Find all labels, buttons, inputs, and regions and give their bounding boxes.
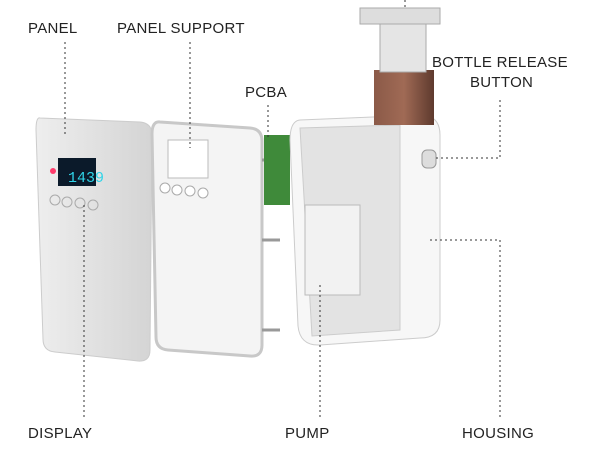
label-panel-support: PANEL SUPPORT — [117, 20, 245, 37]
bottle — [359, 7, 441, 125]
label-bottle-release-2: BUTTON — [470, 74, 534, 91]
indicator-light — [50, 168, 56, 174]
display-screen — [58, 158, 96, 186]
label-pcba: PCBA — [245, 84, 288, 101]
label-pump: PUMP — [285, 425, 330, 442]
label-panel: PANEL — [28, 20, 78, 37]
bottle-release-button — [421, 149, 437, 169]
label-bottle-release-1: BOTTLE RELEASE — [432, 54, 568, 71]
panel: 1439 — [35, 117, 153, 362]
label-display: DISPLAY — [28, 425, 93, 442]
housing — [289, 114, 441, 346]
label-housing: HOUSING — [462, 425, 535, 442]
panel-support — [150, 120, 280, 358]
pcba-board — [264, 135, 290, 205]
display-readout: 1439 — [68, 170, 104, 187]
pump — [304, 204, 361, 296]
leader-lines — [64, 0, 501, 420]
